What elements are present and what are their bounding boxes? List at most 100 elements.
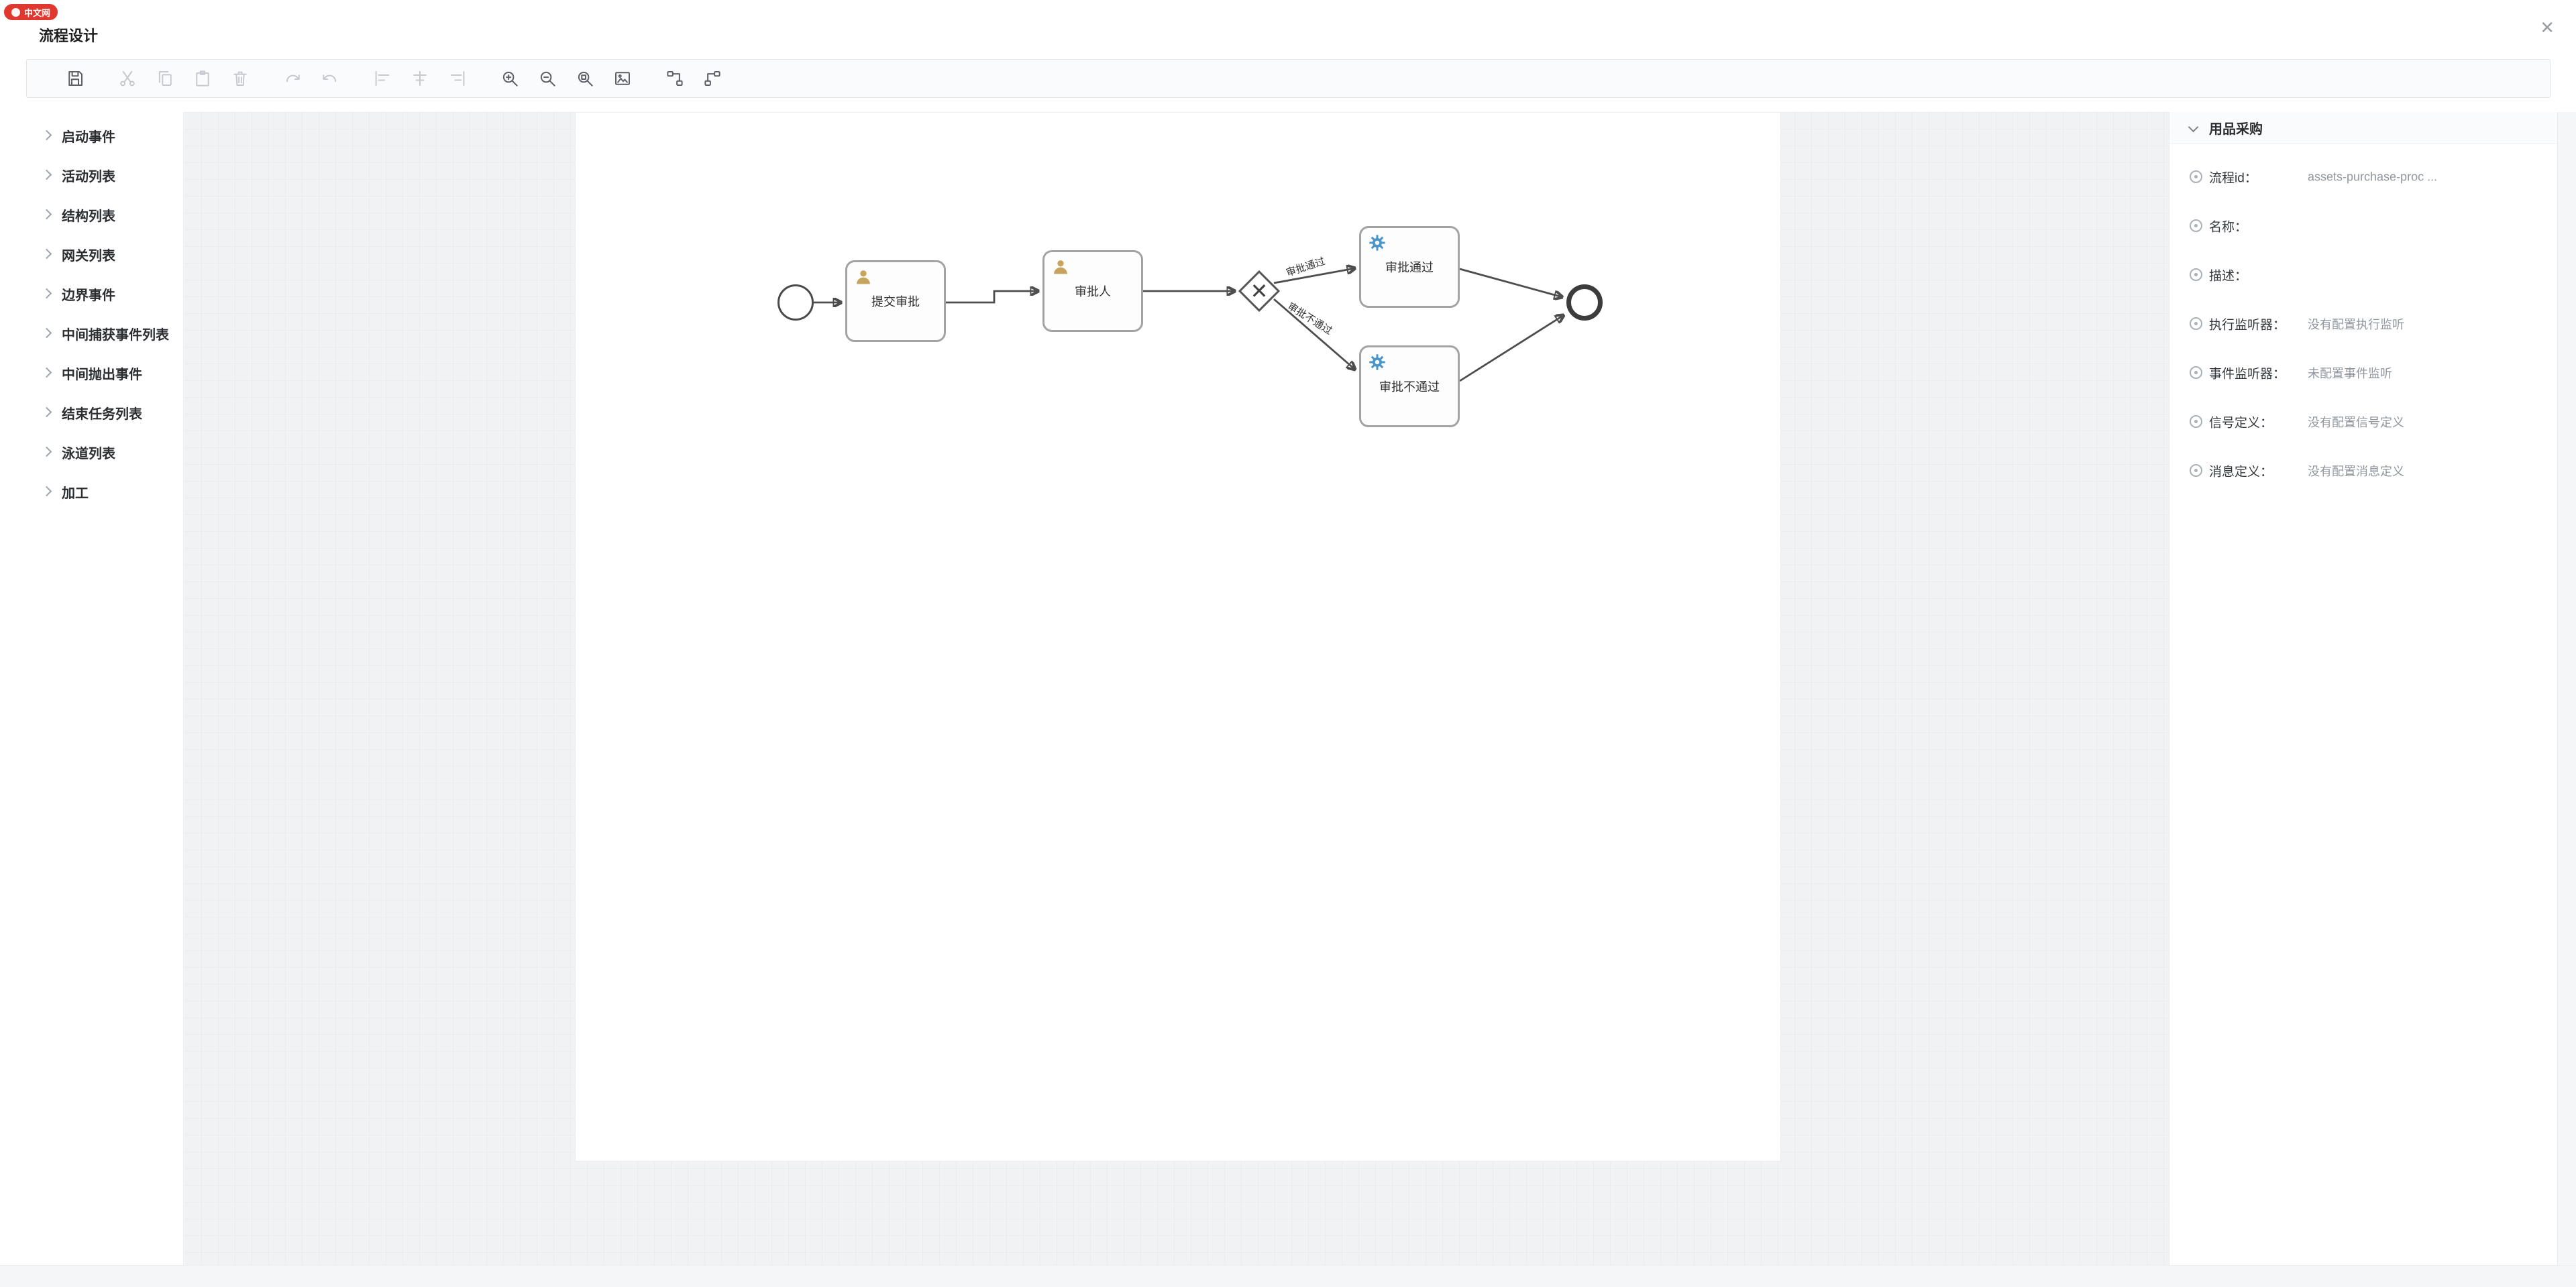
bpmn-task-submit-approval[interactable]: 提交审批: [845, 260, 946, 342]
prop-row-description[interactable]: 描述：: [2169, 250, 2557, 299]
align-left-icon: [375, 71, 390, 86]
chevron-right-icon: [41, 446, 52, 457]
prop-row-name[interactable]: 名称：: [2169, 201, 2557, 250]
sequence-flow-pass-to-end: [1459, 268, 1562, 297]
prop-label: 事件监听器：: [2209, 367, 2286, 381]
chevron-right-icon: [41, 248, 52, 259]
vertical-scrollbar-track[interactable]: [2557, 112, 2576, 1265]
page-title: 流程设计: [39, 27, 99, 44]
prop-row-execution-listener[interactable]: 执行监听器： 没有配置执行监听: [2169, 299, 2557, 348]
minimap-icon: [704, 71, 720, 86]
chevron-right-icon: [41, 367, 52, 378]
prop-label: 名称：: [2209, 220, 2248, 234]
edge-label-pass[interactable]: 审批通过: [1285, 256, 1327, 279]
sidebar-item-label: 结构列表: [62, 209, 115, 224]
info-icon: [2190, 463, 2202, 477]
service-task-gear-icon: [1368, 353, 1387, 372]
redo-button[interactable]: [279, 65, 306, 92]
site-logo-badge: 中文网: [4, 4, 58, 20]
task-label: 提交审批: [871, 295, 920, 309]
info-icon: [2190, 317, 2202, 330]
bpmn-task-approver[interactable]: 审批人: [1042, 250, 1143, 332]
sidebar-item-start-events[interactable]: 启动事件: [0, 116, 183, 156]
chevron-down-icon: [2188, 121, 2199, 133]
undo-icon: [323, 74, 337, 82]
properties-panel: 用品采购 流程id： assets-purchase-proc ... 名称： …: [2169, 112, 2557, 1265]
align-right-button[interactable]: [444, 65, 471, 92]
logo-text: 中文网: [24, 7, 51, 18]
sidebar-item-label: 边界事件: [62, 288, 115, 303]
zoom-in-button[interactable]: [496, 65, 523, 92]
sidebar-item-gateways[interactable]: 网关列表: [0, 235, 183, 274]
copy-button[interactable]: [152, 65, 178, 92]
align-right-icon: [450, 71, 465, 86]
properties-header[interactable]: 用品采购: [2169, 112, 2557, 144]
bpmn-task-approval-rejected[interactable]: 审批不通过: [1359, 345, 1460, 427]
property-list: 流程id： assets-purchase-proc ... 名称： 描述： 执…: [2169, 144, 2557, 495]
prop-label: 流程id：: [2209, 171, 2257, 185]
info-icon: [2190, 414, 2202, 428]
prop-row-signal-definition[interactable]: 信号定义： 没有配置信号定义: [2169, 397, 2557, 446]
flow-preview-button[interactable]: [661, 65, 688, 92]
user-task-icon: [1051, 258, 1070, 276]
paste-button[interactable]: [189, 65, 216, 92]
chevron-right-icon: [41, 288, 52, 298]
prop-label: 信号定义：: [2209, 416, 2273, 430]
user-task-icon: [854, 268, 873, 286]
zoom-out-button[interactable]: [534, 65, 561, 92]
bpmn-task-approval-passed[interactable]: 审批通过: [1359, 226, 1460, 308]
canvas-background[interactable]: 提交审批 审批人 ✕ 审批通过 审批不通过: [184, 112, 2169, 1265]
sidebar-item-structures[interactable]: 结构列表: [0, 195, 183, 235]
align-left-button[interactable]: [369, 65, 396, 92]
sidebar-item-label: 中间捕获事件列表: [62, 328, 169, 343]
prop-row-message-definition[interactable]: 消息定义： 没有配置消息定义: [2169, 446, 2557, 495]
zoom-reset-icon: [578, 71, 593, 87]
sequence-flow-submit-to-approver: [946, 291, 1038, 304]
flow-preview-icon: [667, 71, 683, 86]
chevron-right-icon: [41, 486, 52, 496]
sidebar-item-activities[interactable]: 活动列表: [0, 156, 183, 195]
sidebar-item-intermediate-catch-events[interactable]: 中间捕获事件列表: [0, 314, 183, 353]
info-icon: [2190, 366, 2202, 379]
prop-value: 没有配置信号定义: [2308, 415, 2404, 429]
close-button[interactable]: ✕: [2540, 17, 2555, 38]
align-center-icon: [413, 71, 427, 86]
task-label: 审批通过: [1385, 261, 1434, 274]
align-center-button[interactable]: [407, 65, 433, 92]
prop-row-event-listener[interactable]: 事件监听器： 未配置事件监听: [2169, 348, 2557, 397]
sidebar-item-label: 结束任务列表: [62, 407, 142, 422]
sidebar-item-lanes[interactable]: 泳道列表: [0, 433, 183, 472]
prop-row-process-id[interactable]: 流程id： assets-purchase-proc ...: [2169, 152, 2557, 201]
cut-button[interactable]: [114, 65, 141, 92]
sidebar-item-processing[interactable]: 加工: [0, 472, 183, 512]
task-label: 审批不通过: [1379, 380, 1440, 394]
minimap-button[interactable]: [699, 65, 726, 92]
delete-button[interactable]: [227, 65, 254, 92]
prop-value: 未配置事件监听: [2308, 366, 2392, 380]
process-title: 用品采购: [2209, 122, 2263, 137]
zoom-reset-button[interactable]: [572, 65, 598, 92]
prop-value: assets-purchase-proc ...: [2308, 170, 2438, 183]
bpmn-start-event[interactable]: [777, 284, 814, 321]
undo-button[interactable]: [317, 65, 343, 92]
save-button[interactable]: [62, 65, 89, 92]
info-icon: [2190, 170, 2202, 183]
copy-icon: [158, 71, 172, 86]
bpmn-end-event[interactable]: [1566, 284, 1603, 321]
save-icon: [68, 71, 83, 86]
sequence-flow-reject-to-end: [1459, 315, 1564, 382]
sidebar-item-end-tasks[interactable]: 结束任务列表: [0, 393, 183, 433]
edge-label-reject[interactable]: 审批不通过: [1285, 300, 1334, 337]
snapshot-button[interactable]: [609, 65, 636, 92]
connections-layer: [814, 113, 1782, 382]
sidebar-item-boundary-events[interactable]: 边界事件: [0, 274, 183, 314]
sidebar-item-intermediate-throw-events[interactable]: 中间抛出事件: [0, 353, 183, 393]
image-icon: [615, 72, 630, 85]
sidebar-item-label: 活动列表: [62, 170, 115, 184]
info-icon: [2190, 268, 2202, 281]
diagram-canvas[interactable]: 提交审批 审批人 ✕ 审批通过 审批不通过: [575, 112, 1781, 1162]
logo-icon: [11, 7, 20, 17]
horizontal-scrollbar-track[interactable]: [0, 1265, 2576, 1287]
prop-value: 没有配置执行监听: [2308, 317, 2404, 331]
